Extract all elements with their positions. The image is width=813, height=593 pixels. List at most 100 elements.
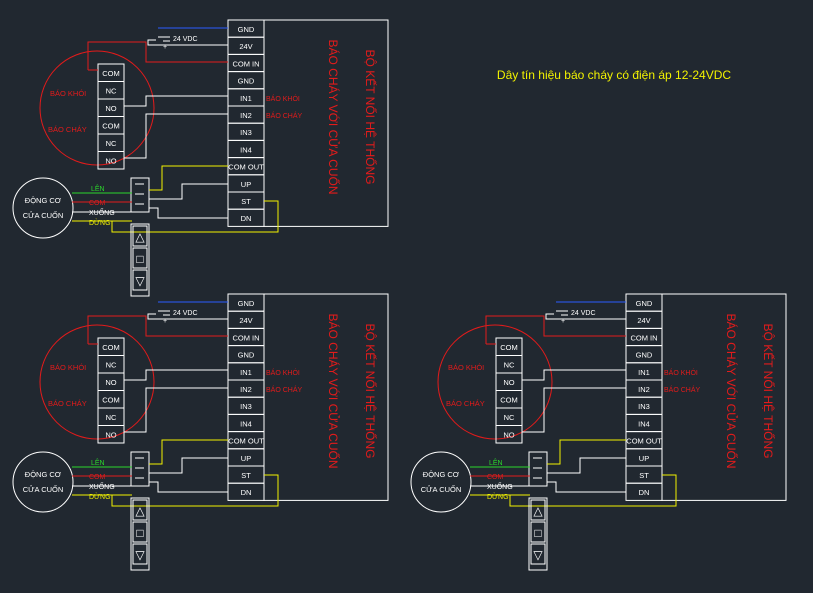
terminal-label: COM OUT: [626, 437, 662, 446]
detector-contact-label: COM: [500, 343, 518, 352]
terminal-label: COM IN: [232, 59, 259, 68]
remote-up-icon: △: [135, 504, 145, 518]
tag-fire: BÁO CHÁY: [266, 385, 303, 394]
remote-stop-button: [530, 521, 546, 543]
terminal-label: IN2: [240, 385, 252, 394]
wire-up-out: [547, 457, 626, 474]
detector-label-fire: BÁO CHÁY: [446, 399, 485, 408]
wire-label-stop: DỪNG: [89, 492, 111, 501]
remote-control: [130, 497, 150, 571]
wire-up-out: [149, 457, 228, 474]
terminal-label: IN3: [638, 402, 650, 411]
supply-plus: +: [163, 44, 167, 51]
detector-circle: [437, 324, 553, 440]
detector-contact-label: NC: [106, 413, 117, 422]
wire-label-stop: DỪNG: [487, 492, 509, 501]
terminal-label: UP: [639, 454, 649, 463]
tag-fire: BÁO CHÁY: [664, 385, 701, 394]
terminal-label: IN4: [240, 419, 252, 428]
motor-circle: [12, 177, 74, 239]
terminal-label: IN4: [240, 145, 252, 154]
terminal-label: COM OUT: [228, 163, 264, 172]
supply-label: 24 VDC: [571, 310, 596, 317]
terminal-label: COM OUT: [228, 437, 264, 446]
wire-in2: [124, 387, 228, 433]
motor-label-2: CỬA CUỐN: [23, 484, 64, 494]
terminal-label: IN1: [240, 368, 252, 377]
controller-title: BỘ KẾT NỐI HỆ THỐNG: [363, 50, 378, 185]
remote-stop-icon: □: [136, 526, 143, 540]
wire-24v: [545, 313, 626, 320]
detector-contact-label: COM: [102, 343, 120, 352]
supply-plus: +: [163, 318, 167, 325]
relay-box: [130, 451, 150, 487]
terminal-label: IN4: [638, 419, 650, 428]
terminal-label: GND: [636, 299, 653, 308]
terminal-label: DN: [241, 488, 252, 497]
wire-label-stop: DỪNG: [89, 218, 111, 227]
controller-title: BỘ KẾT NỐI HỆ THỐNG: [761, 324, 776, 459]
remote-stop-button: [132, 521, 148, 543]
detector-contact-label: NC: [504, 361, 515, 370]
supply-plus: +: [561, 318, 565, 325]
detector-label-smoke: BÁO KHÓI: [50, 89, 86, 98]
detector-contact-label: NO: [105, 378, 116, 387]
tag-fire: BÁO CHÁY: [266, 111, 303, 120]
motor-label-2: CỬA CUỐN: [421, 484, 462, 494]
remote-stop-icon: □: [534, 526, 541, 540]
wire-in2: [522, 387, 626, 433]
wire-label-up: LÊN: [489, 458, 503, 467]
wire-com-in: [87, 315, 228, 344]
motor-label-1: ĐỘNG CƠ: [25, 470, 62, 479]
controller-subtitle: BÁO CHÁY VỚI CỬA CUỐN: [326, 313, 341, 468]
terminal-label: DN: [639, 488, 650, 497]
terminal-label: 24V: [239, 316, 252, 325]
wire-in1: [124, 369, 228, 381]
terminal-label: GND: [636, 351, 653, 360]
wire-up-out: [149, 183, 228, 200]
terminal-label: COM IN: [232, 333, 259, 342]
tag-smoke: BÁO KHÓI: [266, 368, 300, 377]
wire-label-com: COM: [89, 200, 106, 207]
detector-contact-label: COM: [102, 396, 120, 405]
terminal-label: GND: [238, 351, 255, 360]
remote-up-button: [530, 499, 546, 521]
relay-box: [130, 177, 150, 213]
remote-control: [528, 497, 548, 571]
terminal-label: GND: [238, 25, 255, 34]
detector-contact: [97, 425, 125, 444]
motor-label-2: CỬA CUỐN: [23, 210, 64, 220]
wire-label-up: LÊN: [91, 458, 105, 467]
motor-circle: [410, 451, 472, 513]
diagram-title: Dây tín hiệu báo cháy có điện áp 12-24VD…: [497, 68, 731, 82]
controller-box: [263, 293, 389, 501]
wire-in1: [522, 369, 626, 381]
remote-control: [130, 223, 150, 297]
detector-label-fire: BÁO CHÁY: [48, 399, 87, 408]
detector-circle: [39, 324, 155, 440]
detector-contact-label: NO: [105, 104, 116, 113]
tag-smoke: BÁO KHÓI: [664, 368, 698, 377]
detector-contact-label: NC: [504, 413, 515, 422]
remote-up-icon: △: [533, 504, 543, 518]
wire-24v: [147, 313, 228, 320]
wire-label-down: XUỐNG: [89, 481, 115, 491]
terminal-label: GND: [238, 299, 255, 308]
terminal-label: IN3: [240, 402, 252, 411]
detector-contact-label: NC: [106, 87, 117, 96]
terminal-label: IN2: [638, 385, 650, 394]
terminal-label: COM IN: [630, 333, 657, 342]
wire-in1: [124, 95, 228, 107]
detector-contact-label: NO: [105, 157, 116, 166]
wire-label-down: XUỐNG: [487, 481, 513, 491]
wire-dn-out: [149, 481, 228, 493]
motor-circle: [12, 451, 74, 513]
controller-title: BỘ KẾT NỐI HỆ THỐNG: [363, 324, 378, 459]
remote-down-icon: ▽: [533, 548, 543, 562]
wire-dn-out: [547, 481, 626, 493]
controller-box: [661, 293, 787, 501]
wire-in2: [124, 113, 228, 159]
